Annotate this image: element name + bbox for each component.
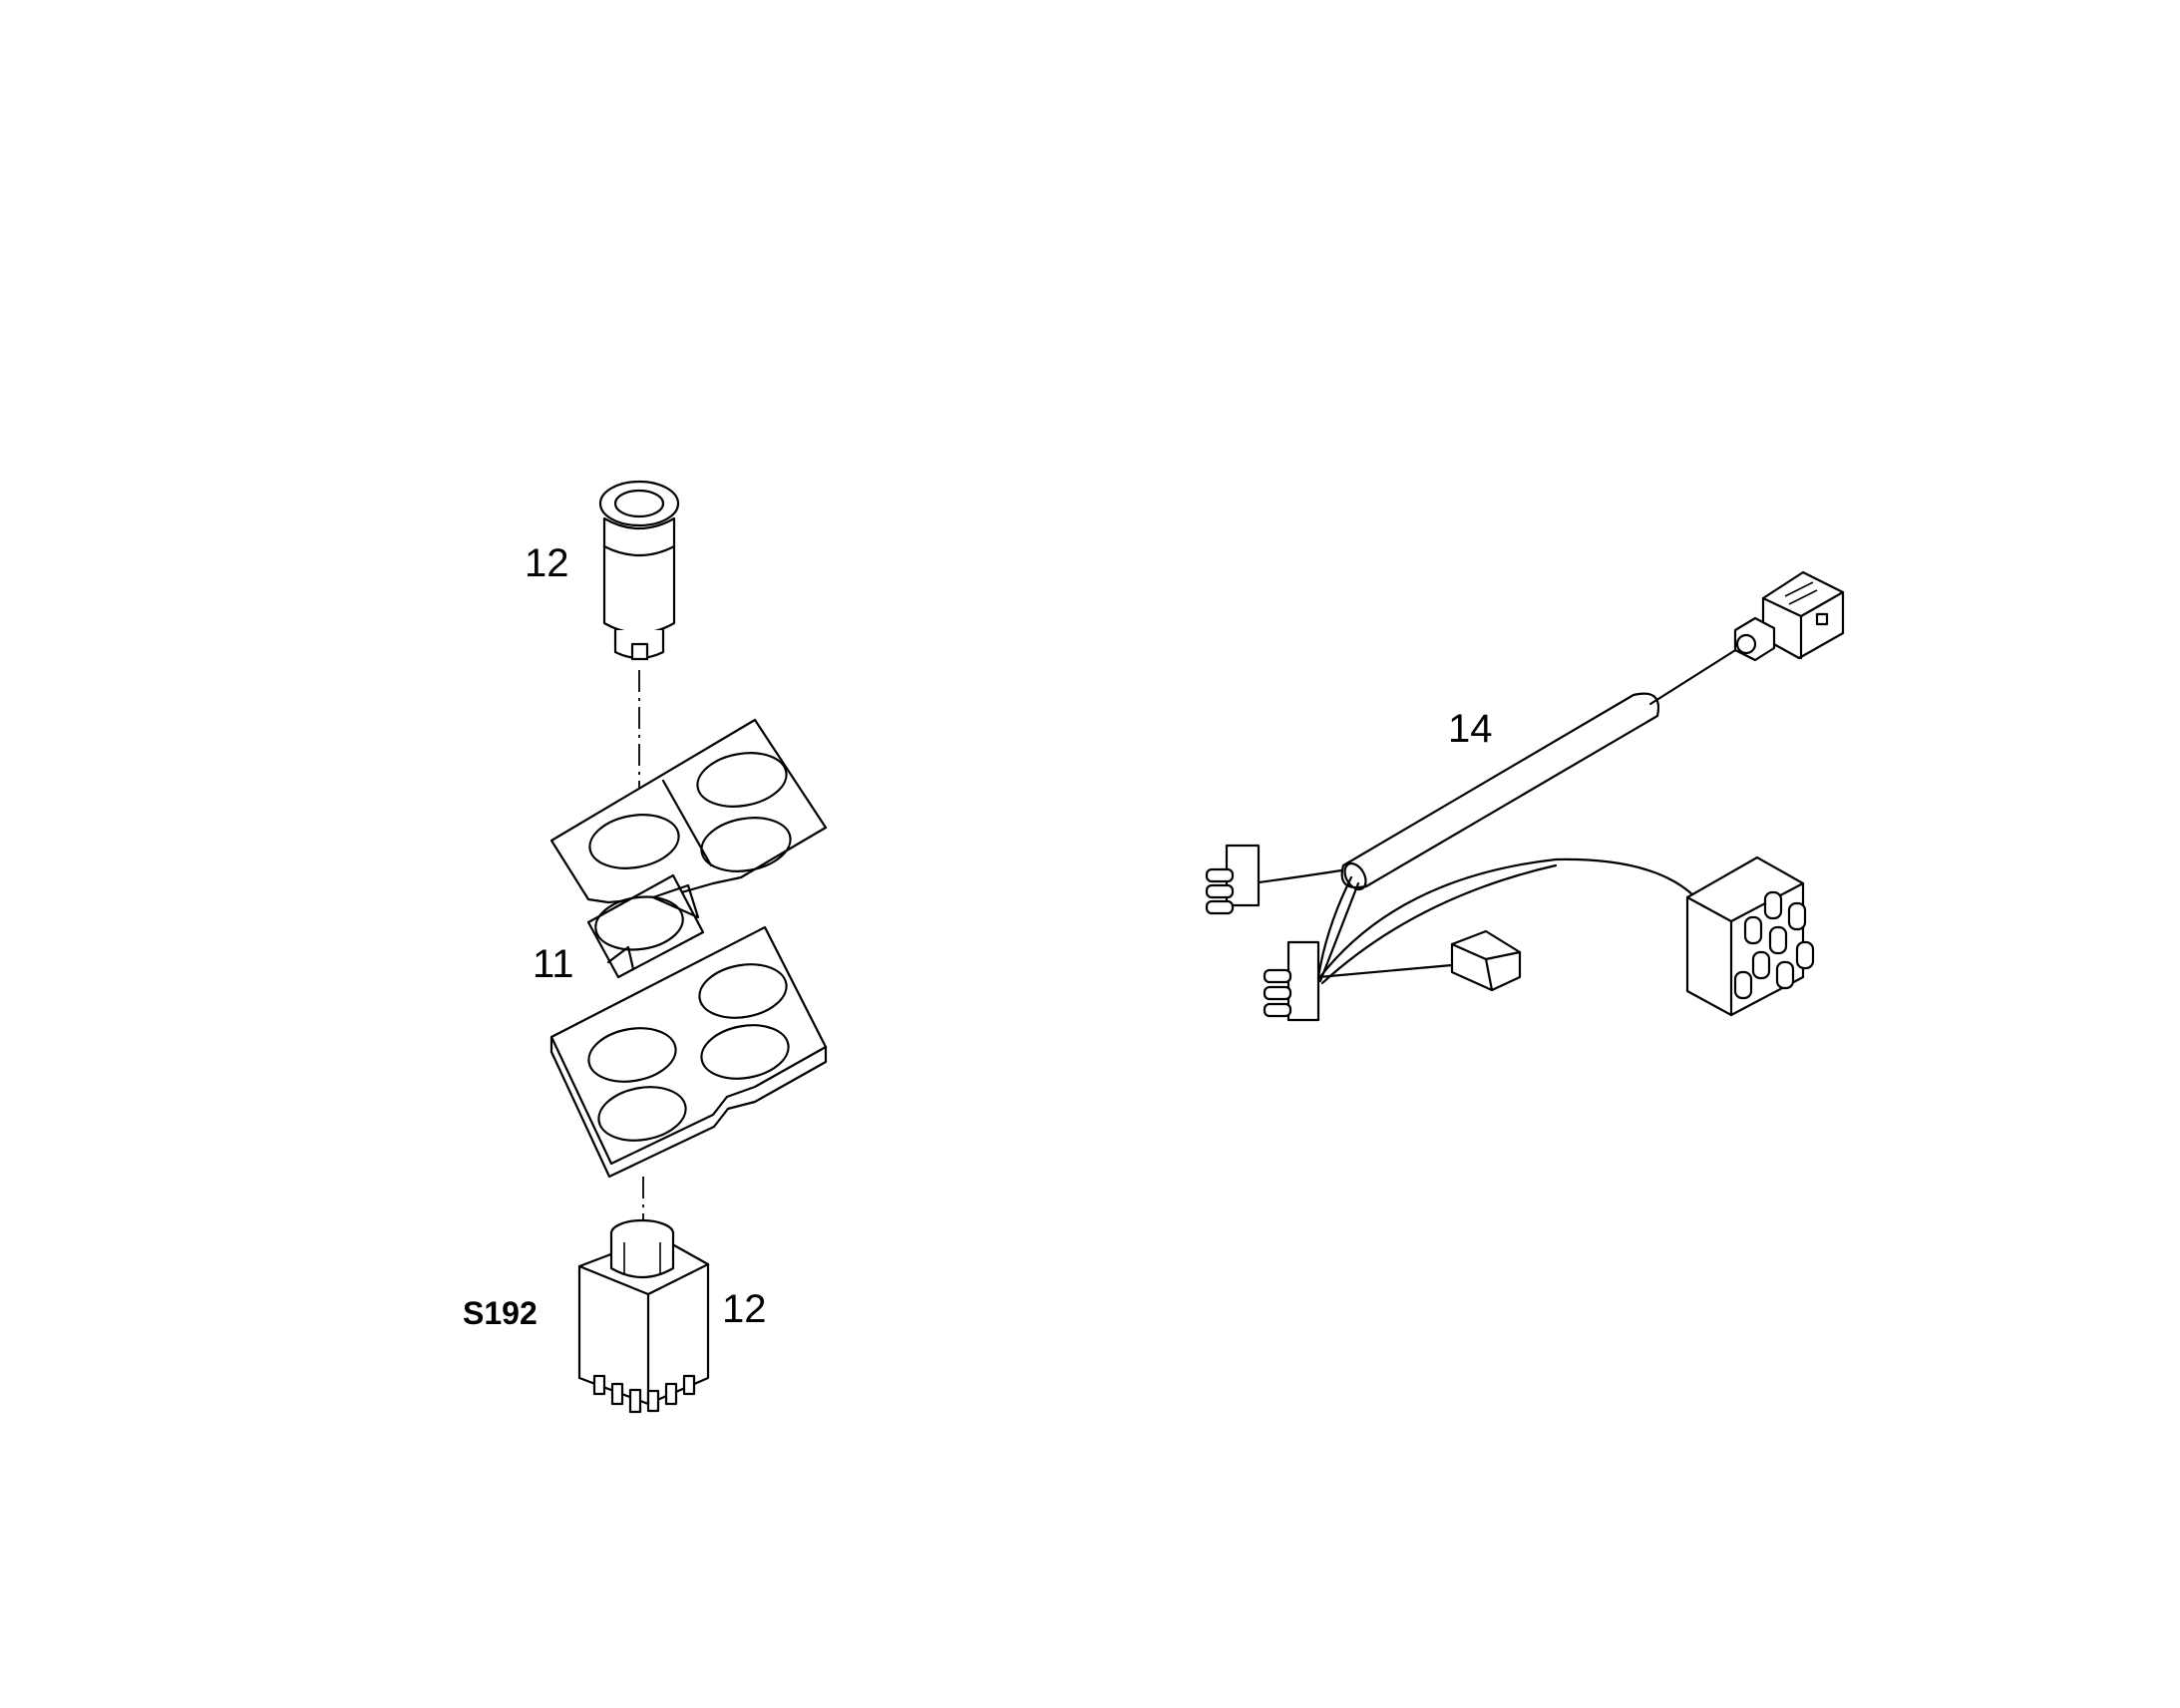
knob-part [598,480,680,661]
wiring-harness-part [1205,570,1845,1022]
cover-plate [549,718,828,904]
callout-switch-code: S192 [463,1295,538,1331]
cover-ring-part [586,873,705,979]
callout-harness: 14 [1448,707,1493,751]
three-pin-connector-lower [1263,940,1320,1022]
three-pin-connector-upper [1205,844,1261,915]
base-plate [549,925,828,1179]
callout-cover-ring: 11 [533,942,574,986]
eight-pin-connector [1685,855,1815,1017]
callout-switch: 12 [722,1287,767,1331]
callout-knob: 12 [525,541,569,585]
switch-part [577,1218,710,1414]
